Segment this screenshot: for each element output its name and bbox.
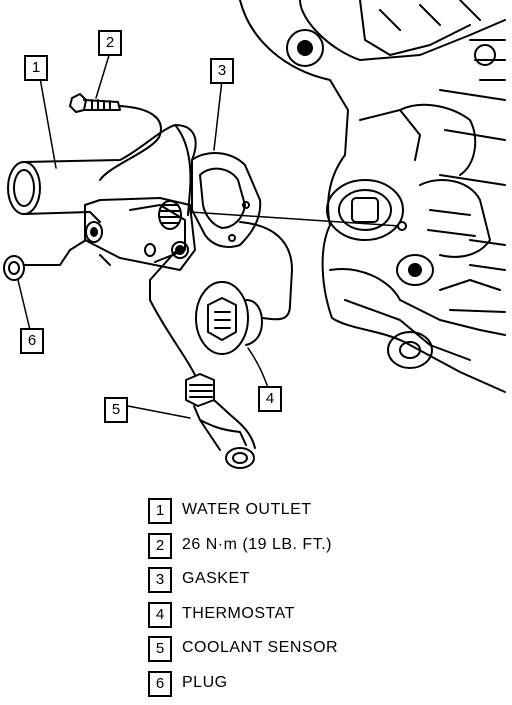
callout-1: 1 [24,55,48,81]
callout-4: 4 [258,386,282,412]
callout-2: 2 [98,30,122,56]
legend-label: THERMOSTAT [182,604,295,622]
thermostat-part [195,221,293,355]
alignment-line [189,211,401,227]
water-outlet-part [7,124,197,271]
coolant-sensor-part [149,251,256,469]
legend-number: 4 [148,601,172,628]
legend-label: 26 N·m (19 LB. FT.) [182,535,332,553]
callout-6: 6 [20,328,44,354]
legend-number: 1 [148,498,172,524]
plug-part [3,239,87,281]
engine-block [239,0,506,393]
callout-3: 3 [210,58,234,84]
legend-number: 3 [148,567,172,593]
legend-number: 6 [148,670,172,697]
callout-5: 5 [104,397,128,423]
gasket-part [191,152,262,248]
bolt-part [69,93,162,181]
legend-label: COOLANT SENSOR [182,639,339,656]
legend-label: GASKET [182,570,250,587]
legend-label: PLUG [182,673,228,691]
legend-number: 5 [148,636,172,662]
exploded-view-diagram [3,0,506,469]
legend-number: 2 [148,532,172,559]
legend-label: WATER OUTLET [182,501,312,518]
leader-lines [17,51,269,419]
